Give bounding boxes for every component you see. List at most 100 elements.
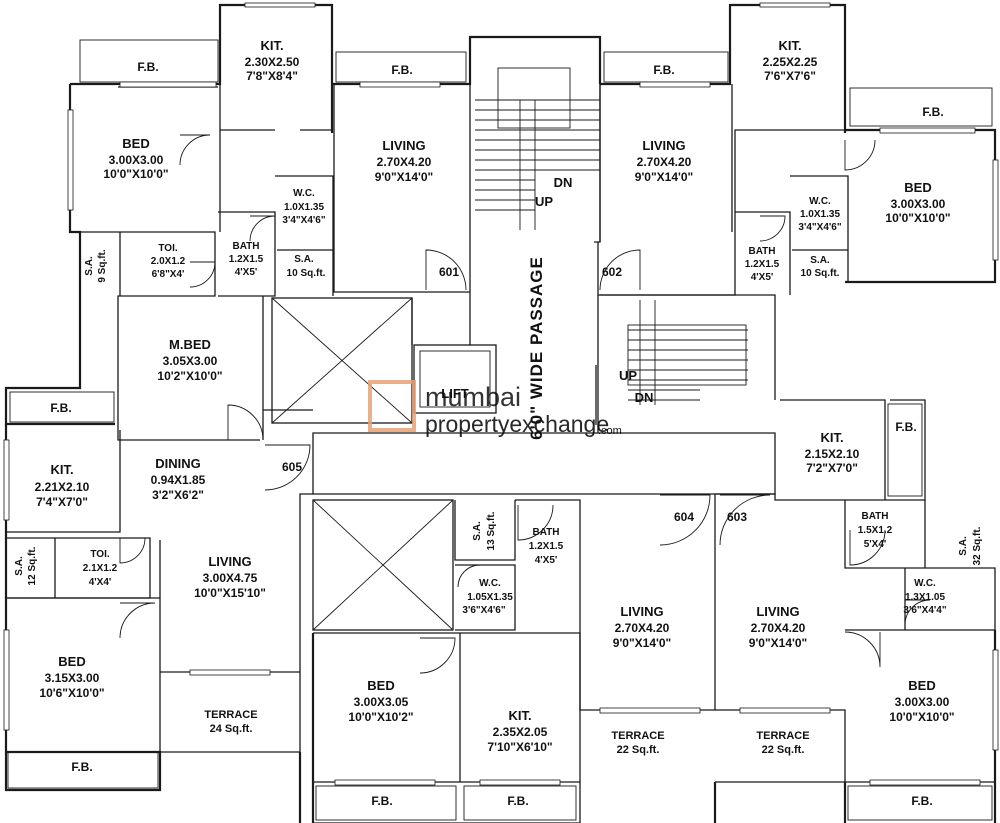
unit-number: 604 [674, 510, 694, 524]
stair-down-label: DN [554, 175, 573, 190]
room-name: W.C. [809, 196, 831, 207]
room-dim-imperial: 3'6"X4'4" [903, 605, 946, 616]
room-dim-metric: 2.0X1.2 [151, 256, 186, 267]
room-dim-metric: 0.94X1.85 [151, 473, 206, 487]
room-area: 22 Sq.ft. [617, 744, 660, 756]
room-name: W.C. [293, 188, 315, 199]
room-dim-metric: 2.30X2.50 [245, 55, 300, 69]
room-dim-imperial: 4'X5' [751, 272, 774, 283]
room-name: S.A. [84, 256, 95, 276]
flower-bed-label: F.B. [371, 794, 392, 808]
room-dim-metric: 2.70X4.20 [751, 621, 806, 635]
room-dim-imperial: 10'0"X15'10" [194, 586, 266, 600]
room-dim-imperial: 7'4"X7'0" [36, 495, 88, 509]
room-dim-metric: 2.70X4.20 [637, 155, 692, 169]
room-dim-imperial: 3'2"X6'2" [152, 488, 204, 502]
stair-labels: DN UP UP DN [535, 175, 653, 405]
unit-number: 605 [282, 460, 302, 474]
room-name: W.C. [914, 578, 936, 589]
room-dim-metric: 1.2X1.5 [529, 541, 564, 552]
room-area: 10 Sq.ft. [801, 268, 840, 279]
watermark-line2: propertyexchange [425, 411, 609, 437]
room-dim-imperial: 5'X4' [864, 539, 887, 550]
room-dim-imperial: 3'6"X4'6" [462, 605, 505, 616]
room-dim-metric: 3.00X3.00 [891, 197, 946, 211]
room-dim-metric: 2.21X2.10 [35, 480, 90, 494]
room-dim-imperial: 3'4"X4'6" [282, 215, 325, 226]
room-name: BED [908, 678, 935, 693]
windows [3, 2, 999, 786]
unit-number: 603 [727, 510, 747, 524]
flower-bed-label: F.B. [507, 794, 528, 808]
passage-label: 6'0" WIDE PASSAGE [527, 256, 546, 440]
room-dim-metric: 3.00X3.00 [895, 695, 950, 709]
room-dim-metric: 1.5X1.2 [858, 525, 893, 536]
room-dim-metric: 2.25X2.25 [763, 55, 818, 69]
flower-bed-label: F.B. [137, 60, 158, 74]
room-area: 32 Sq.ft. [972, 526, 983, 565]
room-dim-imperial: 7'6"X7'6" [764, 69, 816, 83]
room-dim-imperial: 4'X5' [535, 555, 558, 566]
room-dim-imperial: 9'0"X14'0" [635, 170, 693, 184]
room-area: 12 Sq.ft. [27, 546, 38, 585]
flower-bed-label: F.B. [922, 105, 943, 119]
watermark-line1: mumbai [425, 382, 521, 412]
room-name: LIVING [382, 138, 425, 153]
room-name: TERRACE [204, 709, 257, 721]
room-name: TERRACE [611, 730, 664, 742]
room-dim-imperial: 6'8"X4' [152, 269, 185, 280]
room-name: KIT. [820, 430, 843, 445]
flower-bed-label: F.B. [50, 401, 71, 415]
room-dim-metric: 1.2X1.5 [229, 254, 264, 265]
room-dim-imperial: 4'X4' [89, 577, 112, 588]
room-dim-metric: 2.70X4.20 [615, 621, 670, 635]
room-dim-metric: 1.0X1.35 [284, 202, 324, 213]
room-dim-imperial: 10'2"X10'0" [157, 369, 222, 383]
room-dim-metric: 3.15X3.00 [45, 671, 100, 685]
room-dim-imperial: 10'0"X10'2" [348, 710, 413, 724]
room-name: BED [58, 654, 85, 669]
room-dim-metric: 1.05X1.35 [467, 592, 513, 603]
room-dim-metric: 2.70X4.20 [377, 155, 432, 169]
room-area: 24 Sq.ft. [210, 723, 253, 735]
room-name: KIT. [508, 708, 531, 723]
room-dim-imperial: 9'0"X14'0" [613, 636, 671, 650]
room-name: LIVING [620, 604, 663, 619]
room-dim-imperial: 9'0"X14'0" [749, 636, 807, 650]
room-name: W.C. [479, 578, 501, 589]
unit-number: 601 [439, 265, 459, 279]
room-name: LIVING [756, 604, 799, 619]
room-dim-imperial: 10'6"X10'0" [39, 686, 104, 700]
room-dim-imperial: 7'10"X6'10" [487, 740, 552, 754]
stair-up-label: UP [619, 368, 637, 383]
doors [119, 134, 931, 674]
room-name: LIVING [642, 138, 685, 153]
watermark-logo [368, 380, 416, 432]
room-dim-metric: 3.00X3.00 [109, 153, 164, 167]
lift-label: LIFT [441, 386, 468, 401]
room-name: DINING [155, 456, 201, 471]
room-name: S.A. [472, 521, 483, 541]
flower-bed-label: F.B. [895, 420, 916, 434]
room-name: BATH [532, 527, 559, 538]
room-name: TERRACE [756, 730, 809, 742]
flower-bed-label: F.B. [391, 63, 412, 77]
room-name: M.BED [169, 337, 211, 352]
room-dim-metric: 3.00X4.75 [203, 571, 258, 585]
room-name: S.A. [294, 254, 314, 265]
room-area: 10 Sq.ft. [287, 268, 326, 279]
room-name: LIVING [208, 554, 251, 569]
room-dim-imperial: 10'0"X10'0" [103, 167, 168, 181]
flower-bed-labels: F.B. F.B. F.B. F.B. F.B. F.B. F.B. F.B. … [50, 60, 943, 808]
room-name: BED [122, 136, 149, 151]
room-name: BATH [232, 241, 259, 252]
room-dim-imperial: 10'0"X10'0" [885, 211, 950, 225]
unit-numbers: 601 602 605 604 603 [282, 265, 747, 524]
flower-bed-label: F.B. [71, 760, 92, 774]
room-name: BED [367, 678, 394, 693]
room-dim-metric: 3.00X3.05 [354, 695, 409, 709]
room-name: BATH [748, 246, 775, 257]
room-name: KIT. [50, 462, 73, 477]
room-name: KIT. [260, 38, 283, 53]
room-name: TOI. [158, 243, 177, 254]
